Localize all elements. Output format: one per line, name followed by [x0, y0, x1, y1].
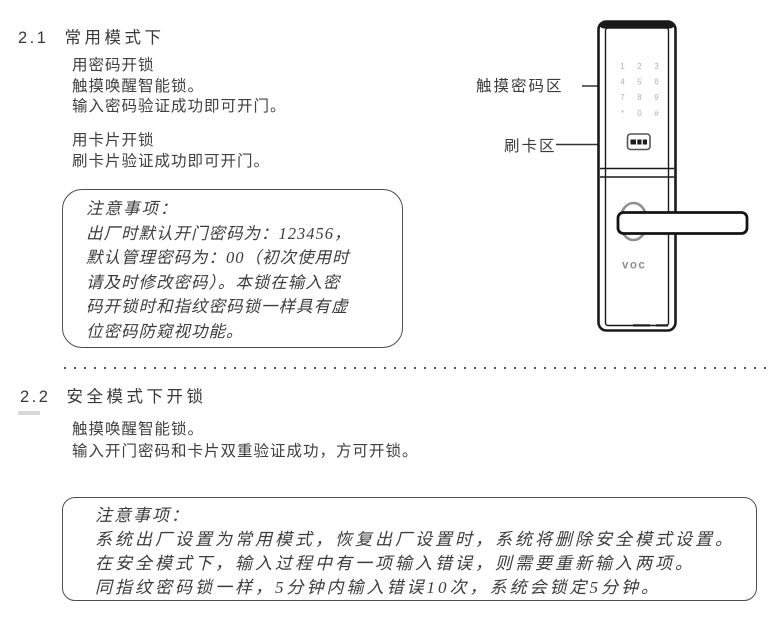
password-unlock-paragraph: 用密码开锁 触摸唤醒智能锁。 输入密码验证成功即可开门。: [72, 56, 287, 118]
lock-divider-band: [600, 167, 674, 178]
section-number: 2.2: [20, 388, 51, 406]
security-mode-paragraph: 触摸唤醒智能锁。 输入开门密码和卡片双重验证成功，方可开锁。: [72, 419, 419, 463]
note-line: 码开锁时和指纹密码锁一样具有虚: [86, 297, 349, 316]
note-line: 请及时修改密码）。本锁在输入密: [86, 272, 341, 292]
section-title: 安全模式下开锁: [66, 388, 207, 406]
note-line: 出厂时默认开门密码为：123456，: [86, 223, 352, 243]
smart-lock-illustration: 1 2 3 4 5 6 7 8 9 * 0 # voc: [556, 20, 749, 332]
note-line: 默认管理密码为：00（初次使用时: [86, 248, 350, 267]
note-box-security-mode: 注意事项： 系统出厂设置为常用模式，恢复出厂设置时，系统将删除安全模式设置。 在…: [62, 497, 757, 601]
note-title: 注意事项：: [86, 199, 179, 218]
note-line: 同指纹密码锁一样，5分钟内输入错误10次，系统会锁定5分钟。: [95, 578, 661, 597]
paragraph-line: 刷卡片验证成功即可开门。: [72, 152, 271, 170]
svg-text:8: 8: [637, 93, 642, 102]
lock-top-band: [599, 21, 675, 29]
note-line: 系统出厂设置为常用模式，恢复出厂设置时，系统将删除安全模式设置。: [95, 530, 735, 549]
paragraph-line: 用卡片开锁: [72, 132, 155, 149]
svg-text:6: 6: [654, 78, 659, 87]
brand-logo: voc: [622, 260, 646, 272]
paragraph-line: 触摸唤醒智能锁。: [72, 77, 205, 95]
svg-text:5: 5: [637, 78, 642, 87]
note-line: 位密码防窥视功能。: [86, 321, 244, 341]
svg-text:3: 3: [654, 62, 659, 71]
paragraph-line: 用密码开锁: [72, 57, 155, 74]
section-number: 2.1: [18, 29, 49, 47]
svg-text:9: 9: [654, 93, 659, 102]
svg-text:#: #: [654, 109, 659, 118]
card-reader-icon: [626, 133, 651, 151]
dotted-divider: [64, 367, 766, 369]
note-box-normal-mode: 注意事项： 出厂时默认开门密码为：123456， 默认管理密码为：00（初次使用…: [62, 189, 403, 348]
section-2-1-heading: 2.1 常用模式下: [18, 24, 164, 48]
paragraph-line: 输入开门密码和卡片双重验证成功，方可开锁。: [72, 443, 419, 460]
keypad-area-label: 触摸密码区: [476, 78, 564, 95]
paragraph-line: 输入密码验证成功即可开门。: [72, 98, 287, 115]
section-title: 常用模式下: [64, 29, 165, 47]
svg-text:4: 4: [620, 78, 625, 87]
paragraph-line: 触摸唤醒智能锁。: [72, 421, 205, 438]
svg-text:*: *: [621, 109, 624, 118]
section-marker-bar: [18, 411, 40, 415]
card-unlock-paragraph: 用卡片开锁 刷卡片验证成功即可开门。: [72, 131, 270, 172]
svg-text:0: 0: [637, 109, 642, 118]
note-line: 在安全模式下，输入过程中有一项输入错误，则需要重新输入两项。: [95, 554, 695, 573]
keypad-grid: 1 2 3 4 5 6 7 8 9 * 0 #: [620, 62, 659, 118]
lock-bottom-marks: [633, 324, 668, 327]
note-title: 注意事项：: [95, 506, 190, 525]
svg-text:2: 2: [637, 62, 642, 71]
section-2-2-heading: 2.2 安全模式下开锁: [20, 383, 206, 407]
door-handle: [616, 211, 749, 235]
svg-text:1: 1: [620, 62, 625, 71]
card-area-label: 刷卡区: [504, 138, 557, 155]
svg-text:7: 7: [620, 93, 625, 102]
